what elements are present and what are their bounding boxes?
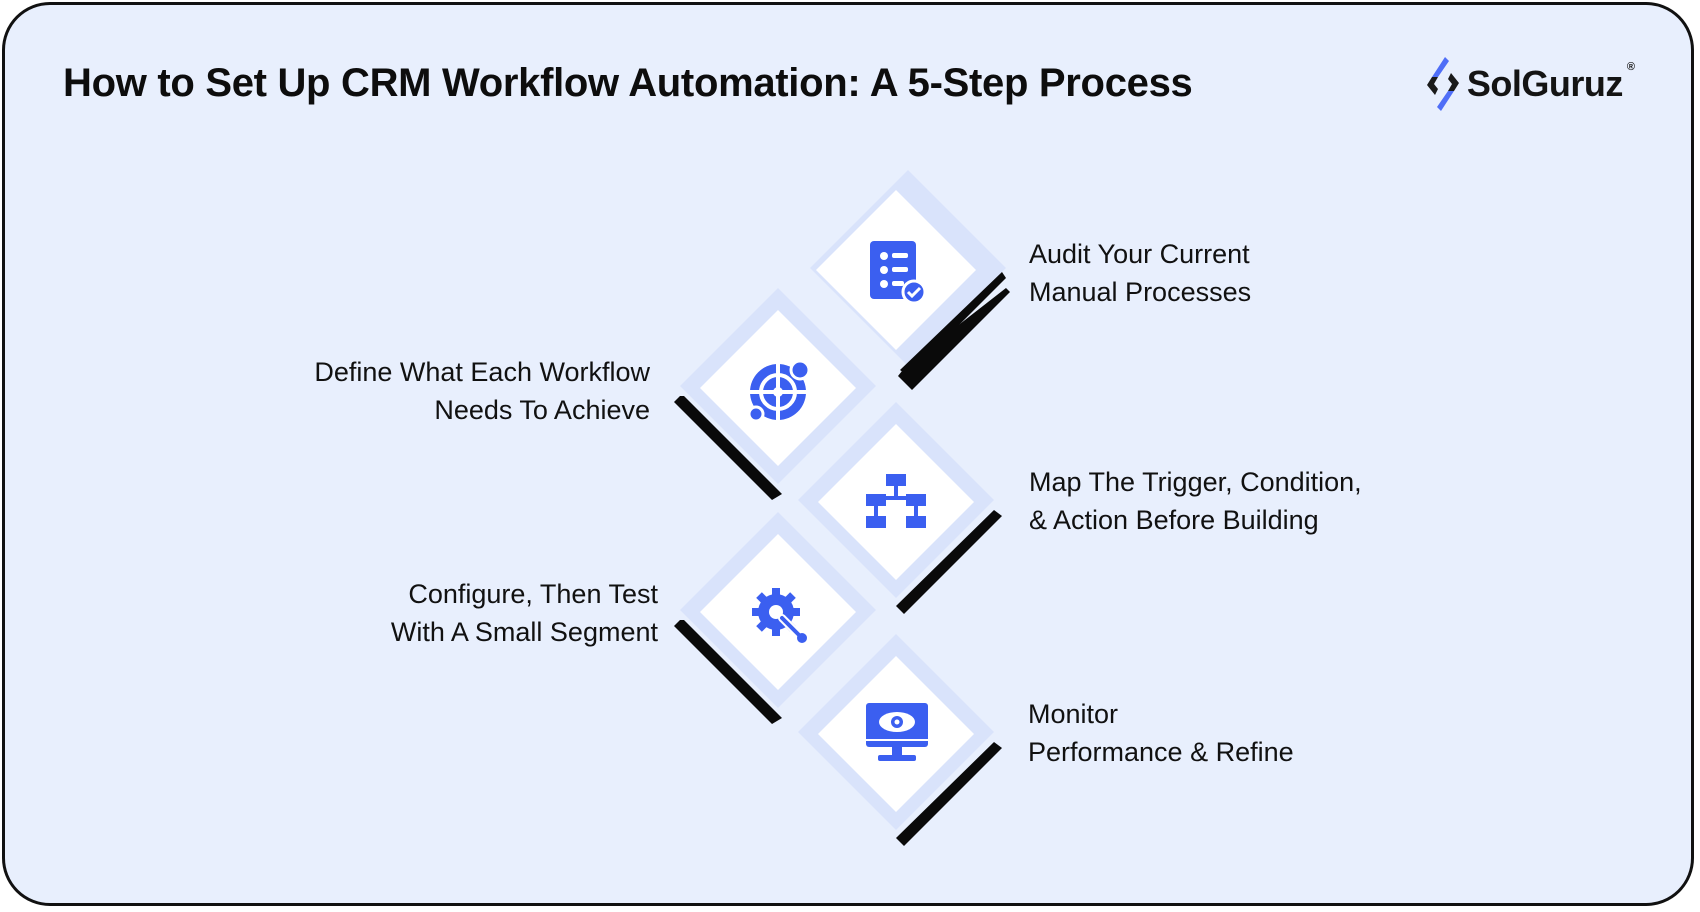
step-1-line-2: Manual Processes (1029, 277, 1252, 307)
brand-name: SolGuruz (1466, 63, 1624, 104)
step-5-label: Monitor Performance & Refine (1028, 695, 1294, 771)
step-5-line-2: Performance & Refine (1028, 737, 1294, 767)
step-3-line-2: & Action Before Building (1029, 505, 1319, 535)
step-1-label: Audit Your Current Manual Processes (1029, 235, 1251, 311)
registered-mark: ® (1626, 61, 1635, 73)
step-4-line-1: Configure, Then Test (408, 579, 658, 609)
step-3-line-1: Map The Trigger, Condition, (1029, 467, 1362, 497)
step-5-line-1: Monitor (1028, 699, 1119, 729)
step-2-line-1: Define What Each Workflow (314, 357, 650, 387)
brand-logo: SolGuruz ® (1423, 55, 1635, 113)
step-2-label: Define What Each Workflow Needs To Achie… (314, 353, 650, 429)
step-1-line-1: Audit Your Current (1029, 239, 1250, 269)
step-4-line-2: With A Small Segment (390, 617, 658, 647)
page-title: How to Set Up CRM Workflow Automation: A… (63, 61, 1193, 105)
solguruz-logo-icon (1426, 57, 1459, 111)
step-2-line-2: Needs To Achieve (434, 395, 650, 425)
step-3-label: Map The Trigger, Condition, & Action Bef… (1029, 463, 1362, 539)
step-4-label: Configure, Then Test With A Small Segmen… (391, 575, 658, 651)
